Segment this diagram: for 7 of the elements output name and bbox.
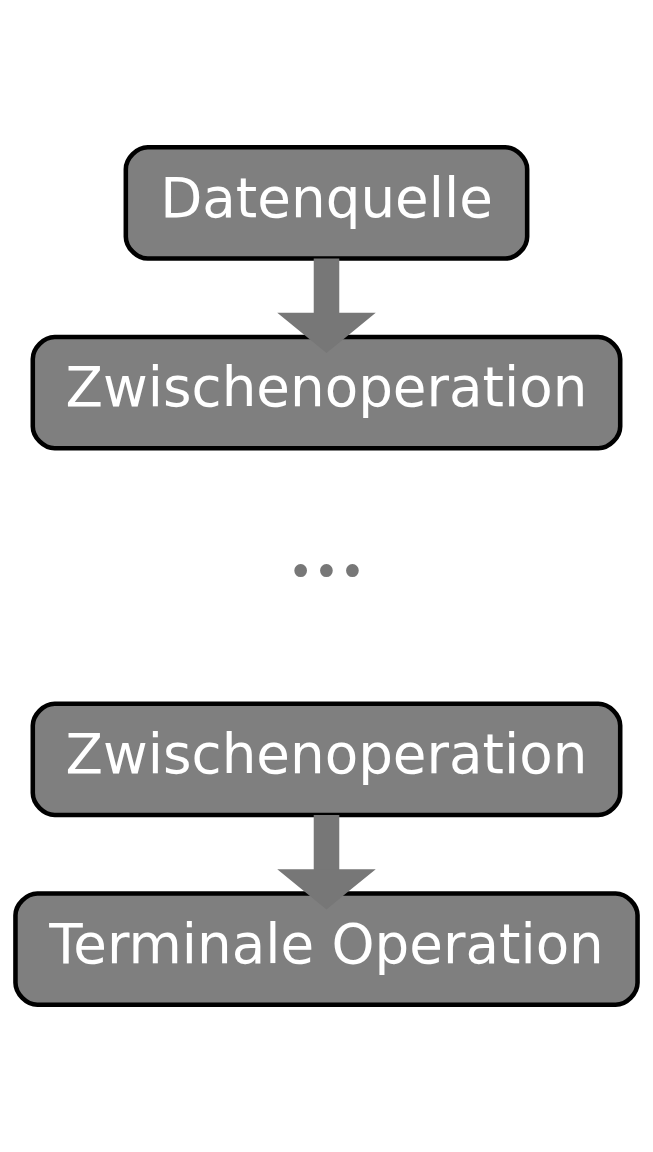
arrow — [277, 258, 376, 353]
node-box: Terminale Operation — [13, 891, 640, 1007]
label: ••• — [287, 546, 366, 598]
node-box: Datenquelle — [123, 145, 530, 261]
node-box: Zwischenoperation — [30, 334, 623, 451]
node-box: Zwischenoperation — [30, 701, 623, 818]
arrow — [277, 815, 376, 910]
